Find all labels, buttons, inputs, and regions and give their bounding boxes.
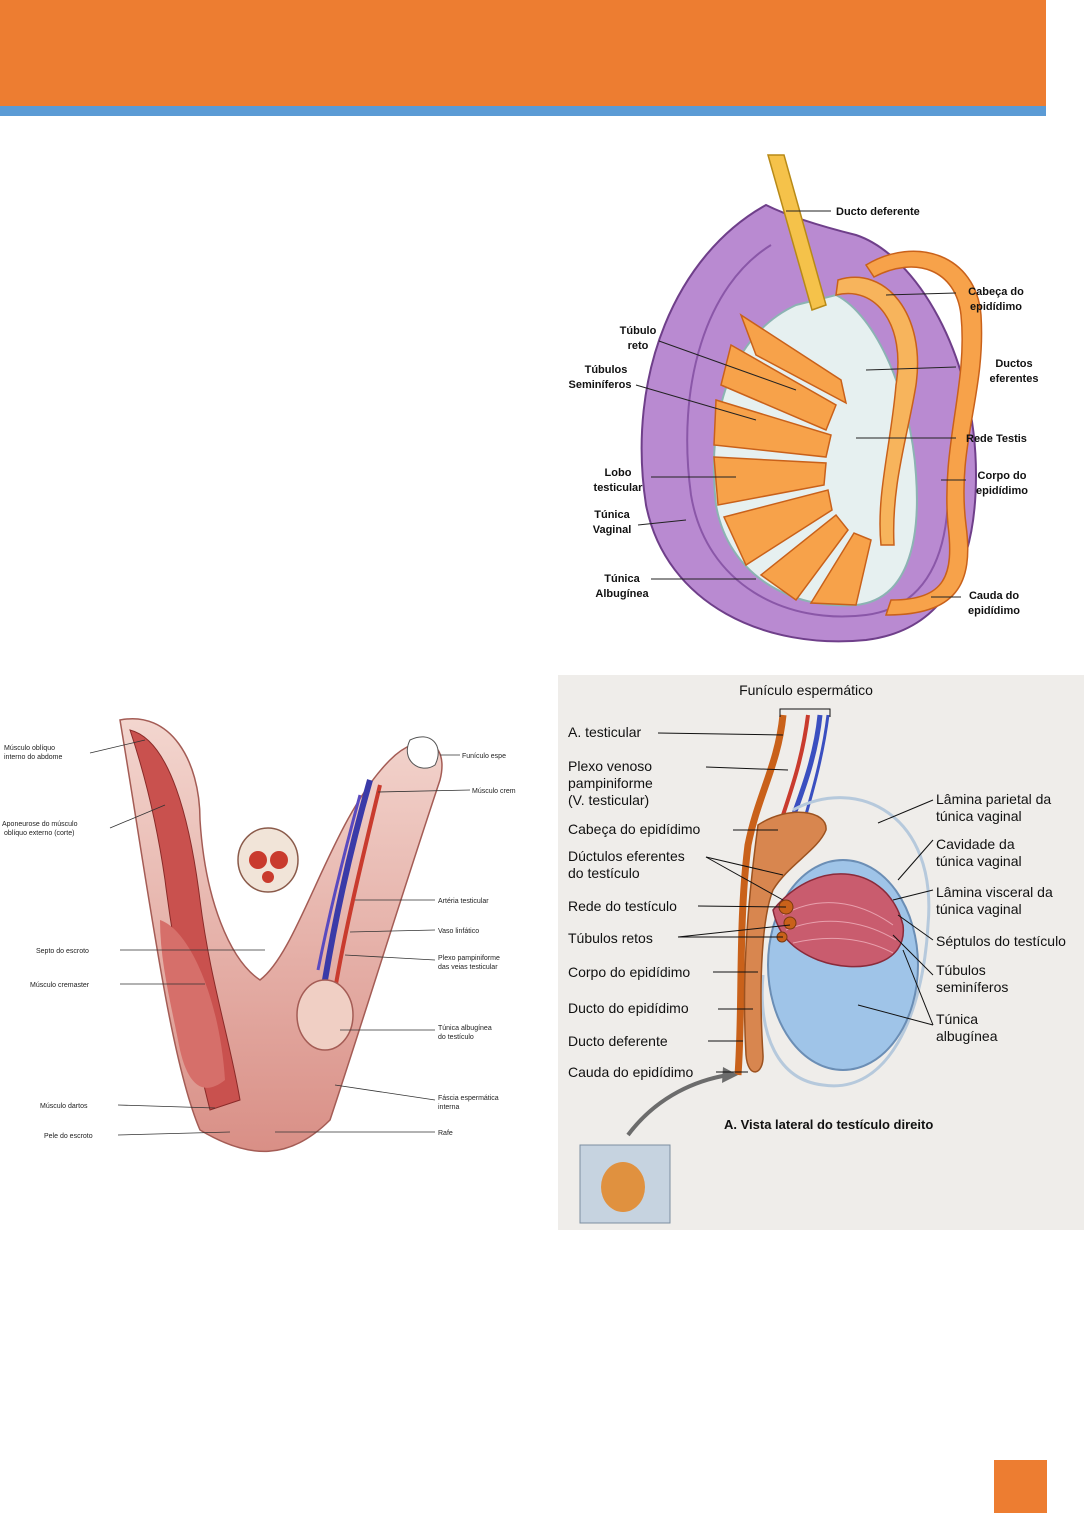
label-corpo-epididimo: Corpo do epidídimo — [568, 964, 690, 980]
header-rule — [0, 106, 1046, 116]
label-corpo-epididimo-1: Corpo do — [978, 470, 1027, 482]
label-plexo-2: das veias testicular — [438, 964, 498, 971]
label-tubulos-seminiferos-2: Seminíferos — [569, 379, 632, 391]
label-fascia-1: Fáscia espermática — [438, 1095, 499, 1102]
label-ducto-epididimo: Ducto do epidídimo — [568, 1000, 689, 1016]
label-tunica-vaginal-1: Túnica — [594, 509, 630, 521]
label-rede-testiculo: Rede do testículo — [568, 898, 677, 914]
label-cauda-epididimo: Cauda do epidídimo — [568, 1064, 694, 1080]
label-tunica-albuginea-r2: do testículo — [438, 1034, 474, 1041]
label-ductulos-2: do testículo — [568, 865, 640, 881]
label-funiculo-espermatico: Funículo espermático — [739, 682, 873, 698]
label-cavidade-2: túnica vaginal — [936, 853, 1022, 869]
label-ducto-deferente: Ducto deferente — [568, 1033, 668, 1049]
label-rafe: Rafe — [438, 1130, 453, 1137]
label-ductos-eferentes-1: Ductos — [995, 358, 1032, 370]
page-number-box — [994, 1460, 1047, 1513]
label-lamina-visceral-2: túnica vaginal — [936, 901, 1022, 917]
testis-section-diagram: Ducto deferente Cabeça do epidídimo Túbu… — [569, 154, 1039, 643]
label-arteria-testicular: Artéria testicular — [438, 898, 489, 905]
label-aponeurose-1: Aponeurose do músculo — [2, 821, 78, 828]
label-rede-testis: Rede Testis — [966, 433, 1027, 445]
label-ductulos-1: Dúctulos eferentes — [568, 848, 685, 864]
header-bar — [0, 0, 1046, 106]
testis-lateral-diagram: Funículo espermático A. testicular Plexo… — [568, 682, 1066, 1224]
label-tunica-albuginea-1: Túnica — [936, 1011, 978, 1027]
label-corpo-epididimo-2: epidídimo — [976, 485, 1028, 497]
label-vaso-linfatico: Vaso linfático — [438, 928, 479, 935]
label-plexo-3: (V. testicular) — [568, 792, 649, 808]
label-cauda-epididimo-2: epidídimo — [968, 605, 1020, 617]
label-lobo-testicular-1: Lobo — [605, 467, 632, 479]
label-pele-escroto: Pele do escroto — [44, 1133, 93, 1140]
label-cabeca-epididimo-1: Cabeça do — [968, 286, 1024, 298]
label-cauda-epididimo-1: Cauda do — [969, 590, 1019, 602]
label-tunica-albuginea-2: albugínea — [936, 1028, 998, 1044]
scrotum-anatomy-diagram: Músculo oblíquo interno do abdome Aponeu… — [2, 718, 516, 1153]
label-a-testicular: A. testicular — [568, 724, 641, 740]
label-tubulos-seminiferos-1: Túbulos — [585, 364, 628, 376]
label-musculo-cremaster: Músculo cremaster — [30, 982, 90, 989]
figure-scrotum-anatomy: Músculo oblíquo interno do abdome Aponeu… — [0, 700, 530, 1170]
label-funiculo-r: Funículo espe — [462, 753, 506, 760]
label-tunica-vaginal-2: Vaginal — [593, 524, 632, 536]
label-tubulos-seminiferos-1: Túbulos — [936, 962, 986, 978]
figure-testis-lateral: Funículo espermático A. testicular Plexo… — [558, 675, 1084, 1230]
label-fascia-2: interna — [438, 1104, 460, 1111]
label-ductos-eferentes-2: eferentes — [990, 373, 1039, 385]
label-septulos: Séptulos do testículo — [936, 933, 1066, 949]
label-tubulos-seminiferos-2: seminíferos — [936, 979, 1008, 995]
label-lamina-parietal-1: Lâmina parietal da — [936, 791, 1051, 807]
label-cavidade-1: Cavidade da — [936, 836, 1015, 852]
figure-testis-section: Ducto deferente Cabeça do epidídimo Túbu… — [556, 145, 1046, 650]
label-cabeca-epididimo-2: epidídimo — [970, 301, 1022, 313]
label-plexo-1: Plexo pampiniforme — [438, 955, 500, 962]
label-tunica-albuginea-1: Túnica — [604, 573, 640, 585]
label-lobo-testicular-2: testicular — [594, 482, 644, 494]
label-ducto-deferente: Ducto deferente — [836, 206, 920, 218]
label-plexo-1: Plexo venoso — [568, 758, 652, 774]
label-musculo-obliquo-2: interno do abdome — [4, 754, 62, 761]
label-tunica-albuginea-2: Albugínea — [595, 588, 649, 600]
label-musculo-obliquo-1: Músculo oblíquo — [4, 745, 55, 752]
label-aponeurose-2: oblíquo externo (corte) — [4, 830, 74, 837]
label-tubulo-reto-2: reto — [628, 340, 649, 352]
label-plexo-2: pampiniforme — [568, 775, 653, 791]
label-lamina-parietal-2: túnica vaginal — [936, 808, 1022, 824]
label-septo-escroto: Septo do escroto — [36, 948, 89, 955]
label-cabeca-epididimo: Cabeça do epidídimo — [568, 821, 701, 837]
label-lamina-visceral-1: Lâmina visceral da — [936, 884, 1053, 900]
caption-vista-lateral: A. Vista lateral do testículo direito — [724, 1117, 933, 1132]
label-tubulo-reto-1: Túbulo — [620, 325, 657, 337]
label-tubulos-retos: Túbulos retos — [568, 930, 653, 946]
label-musculo-crem-r: Músculo crem — [472, 788, 516, 795]
label-musculo-dartos: Músculo dartos — [40, 1103, 88, 1110]
label-tunica-albuginea-r1: Túnica albugínea — [438, 1025, 492, 1032]
